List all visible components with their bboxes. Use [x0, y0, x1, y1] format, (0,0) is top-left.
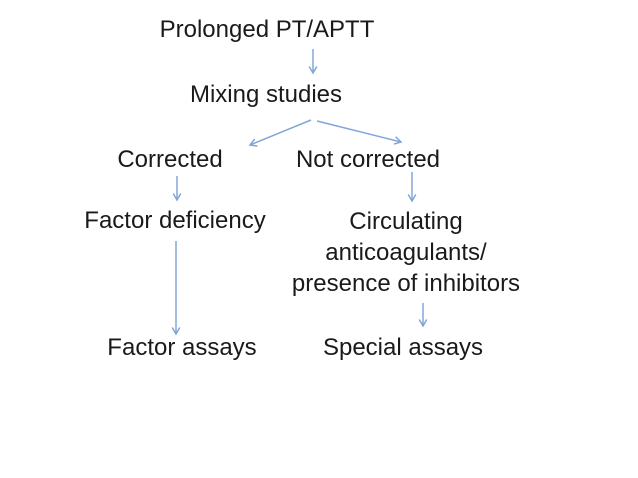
node-circulating-line-2: anticoagulants/ [325, 239, 487, 266]
node-circulating-anticoagulants: Circulating anticoagulants/ presence of … [292, 206, 520, 299]
node-circulating-line-1: Circulating [349, 208, 463, 235]
node-factor-deficiency: Factor deficiency [84, 207, 266, 234]
node-special-assays: Special assays [322, 334, 484, 361]
node-circulating-line-3: presence of inhibitors [291, 270, 521, 297]
node-corrected: Corrected [117, 146, 223, 173]
arrow-mixing-to-not-corrected [316, 120, 403, 145]
node-factor-assays: Factor assays [107, 334, 257, 361]
node-not-corrected: Not corrected [295, 146, 441, 173]
node-prolonged-pt-aptt: Prolonged PT/APTT [159, 16, 375, 43]
node-mixing-studies: Mixing studies [189, 81, 343, 108]
arrow-mixing-to-corrected [248, 119, 312, 147]
